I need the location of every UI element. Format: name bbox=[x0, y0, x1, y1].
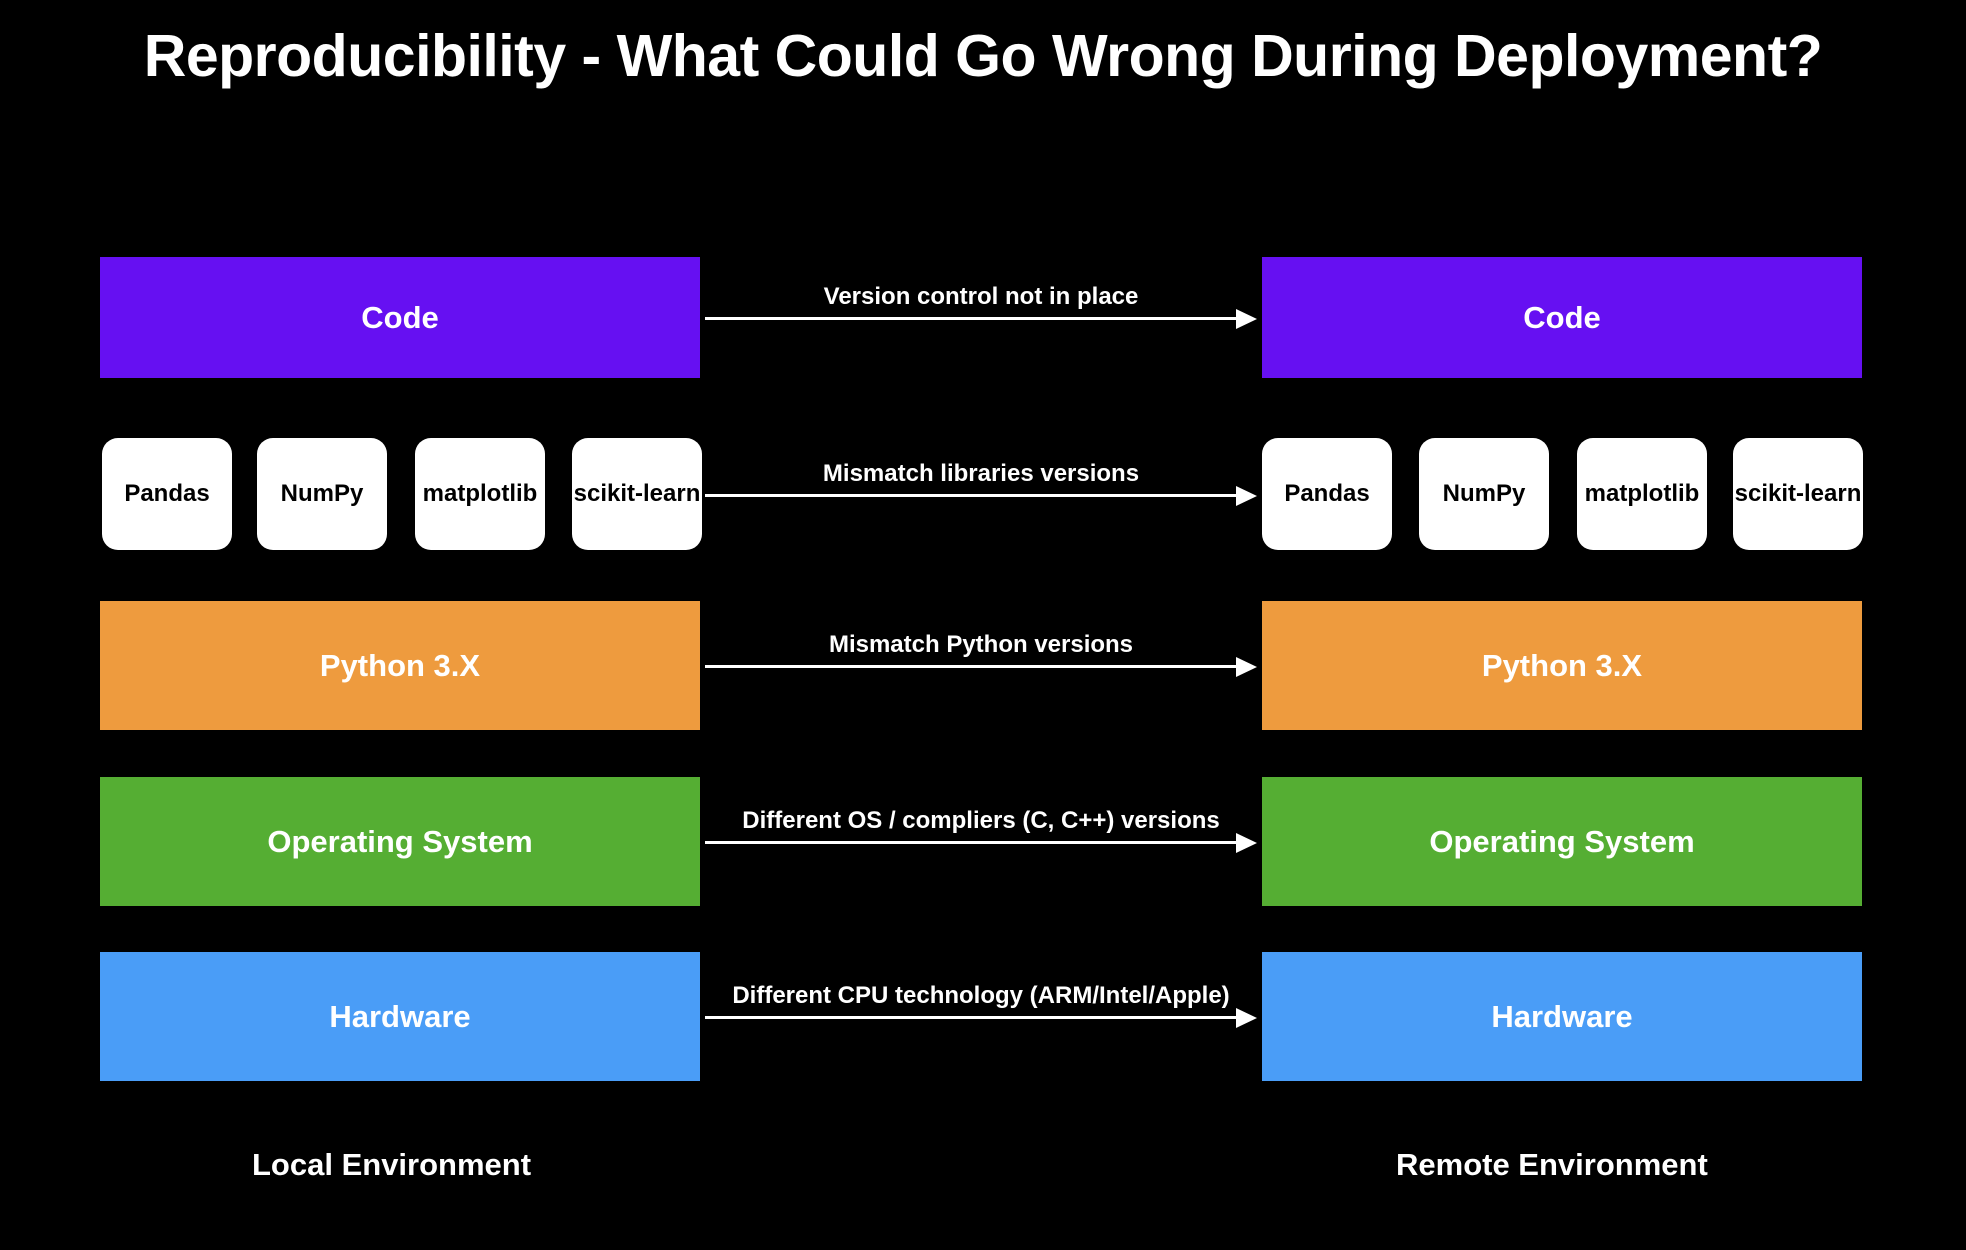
python-arrow: Mismatch Python versions bbox=[705, 631, 1257, 677]
remote-library-scikit-learn-label: scikit-learn bbox=[1734, 480, 1862, 507]
remote-os-label: Operating System bbox=[1429, 823, 1695, 859]
hardware-arrow-head bbox=[1236, 1008, 1257, 1028]
os-arrow-head bbox=[1236, 833, 1257, 853]
libraries-arrow: Mismatch libraries versions bbox=[705, 460, 1257, 506]
local-library-matplotlib-label: matplotlib bbox=[422, 480, 538, 507]
python-arrow-head bbox=[1236, 657, 1257, 677]
local-library-numpy: NumPy bbox=[257, 438, 387, 550]
local-python-label: Python 3.X bbox=[319, 647, 481, 683]
remote-library-pandas: Pandas bbox=[1262, 438, 1392, 550]
code-arrow-head bbox=[1236, 309, 1257, 329]
local-library-scikit-learn-label: scikit-learn bbox=[573, 480, 701, 507]
hardware-arrow-label: Different CPU technology (ARM/Intel/Appl… bbox=[732, 982, 1230, 1009]
local-library-numpy-label: NumPy bbox=[280, 480, 364, 507]
local-hardware-box: Hardware bbox=[100, 952, 700, 1081]
local-library-matplotlib: matplotlib bbox=[415, 438, 545, 550]
os-arrow: Different OS / compliers (C, C++) versio… bbox=[705, 807, 1257, 853]
code-arrow: Version control not in place bbox=[705, 283, 1257, 329]
hardware-arrow: Different CPU technology (ARM/Intel/Appl… bbox=[705, 982, 1257, 1028]
remote-library-numpy: NumPy bbox=[1419, 438, 1549, 550]
remote-library-numpy-label: NumPy bbox=[1442, 480, 1526, 507]
hardware-arrow-line bbox=[705, 1016, 1245, 1019]
remote-library-pandas-label: Pandas bbox=[1284, 480, 1370, 507]
remote-os-box: Operating System bbox=[1262, 777, 1862, 906]
local-library-scikit-learn: scikit-learn bbox=[572, 438, 702, 550]
remote-code-label: Code bbox=[1523, 299, 1601, 335]
local-code-label: Code bbox=[361, 299, 439, 335]
remote-hardware-box: Hardware bbox=[1262, 952, 1862, 1081]
os-arrow-label: Different OS / compliers (C, C++) versio… bbox=[742, 807, 1220, 834]
code-arrow-label: Version control not in place bbox=[823, 283, 1139, 310]
local-environment-caption: Local Environment bbox=[252, 1147, 532, 1182]
libraries-arrow-label: Mismatch libraries versions bbox=[822, 460, 1140, 487]
libraries-arrow-line bbox=[705, 494, 1245, 497]
local-code-box: Code bbox=[100, 257, 700, 378]
remote-code-box: Code bbox=[1262, 257, 1862, 378]
local-library-pandas: Pandas bbox=[102, 438, 232, 550]
remote-python-label: Python 3.X bbox=[1481, 647, 1643, 683]
libraries-arrow-head bbox=[1236, 486, 1257, 506]
local-library-pandas-label: Pandas bbox=[124, 480, 210, 507]
remote-library-scikit-learn: scikit-learn bbox=[1733, 438, 1863, 550]
local-hardware-label: Hardware bbox=[329, 998, 471, 1034]
python-arrow-line bbox=[705, 665, 1245, 668]
remote-library-matplotlib-label: matplotlib bbox=[1584, 480, 1700, 507]
os-arrow-line bbox=[705, 841, 1245, 844]
remote-environment-caption: Remote Environment bbox=[1396, 1147, 1708, 1182]
remote-library-matplotlib: matplotlib bbox=[1577, 438, 1707, 550]
python-arrow-label: Mismatch Python versions bbox=[828, 631, 1134, 658]
remote-python-box: Python 3.X bbox=[1262, 601, 1862, 730]
local-os-box: Operating System bbox=[100, 777, 700, 906]
local-os-label: Operating System bbox=[267, 823, 533, 859]
code-arrow-line bbox=[705, 317, 1245, 320]
page-title: Reproducibility - What Could Go Wrong Du… bbox=[143, 23, 1823, 89]
local-python-box: Python 3.X bbox=[100, 601, 700, 730]
remote-hardware-label: Hardware bbox=[1491, 998, 1633, 1034]
